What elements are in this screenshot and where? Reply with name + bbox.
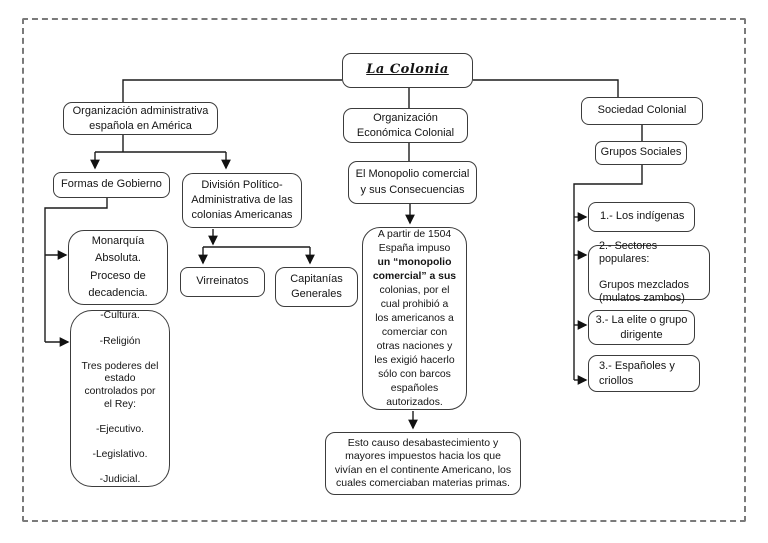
monopolio-detalle-box: A partir de 1504 España impuso un “monop… [362,227,467,410]
monopolio-detalle-pre: A partir de 1504 España impuso [377,228,452,254]
monopolio-detalle-post: colonias, por el cual prohibió a los ame… [374,284,455,408]
consecuencia-box: Esto causo desabastecimiento y mayores i… [325,432,521,495]
org-administrativa-box: Organización administrativa española en … [63,102,218,135]
monarquia-box: Monarquía Absoluta. Proceso de decadenci… [68,230,168,305]
espanoles-criollos-box: 3.- Españoles y criollos [588,355,700,392]
capitanias-generales-box: Capitanías Generales [275,267,358,307]
poderes-box: -Cultura. -Religión Tres poderes del est… [70,310,170,487]
monopolio-comercial-box: El Monopolio comercial y sus Consecuenci… [348,161,477,204]
la-colonia-box: La Colonia [342,53,473,88]
monopolio-detalle-bold: un “monopolio comercial” a sus [372,256,457,282]
indigenas-box: 1.- Los indígenas [588,202,695,232]
sociedad-colonial-box: Sociedad Colonial [581,97,703,125]
sectores-populares-box: 2.- Sectores populares: Grupos mezclados… [588,240,710,304]
org-economica-box: Organización Económica Colonial [343,108,468,143]
formas-gobierno-box: Formas de Gobierno [53,172,170,198]
elite-box: 3.- La elite o grupo dirigente [588,310,695,345]
virreinatos-box: Virreinatos [180,267,265,297]
division-politico-box: División Político- Administrativa de las… [182,173,302,228]
page-frame [22,18,746,522]
grupos-sociales-box: Grupos Sociales [595,141,687,165]
